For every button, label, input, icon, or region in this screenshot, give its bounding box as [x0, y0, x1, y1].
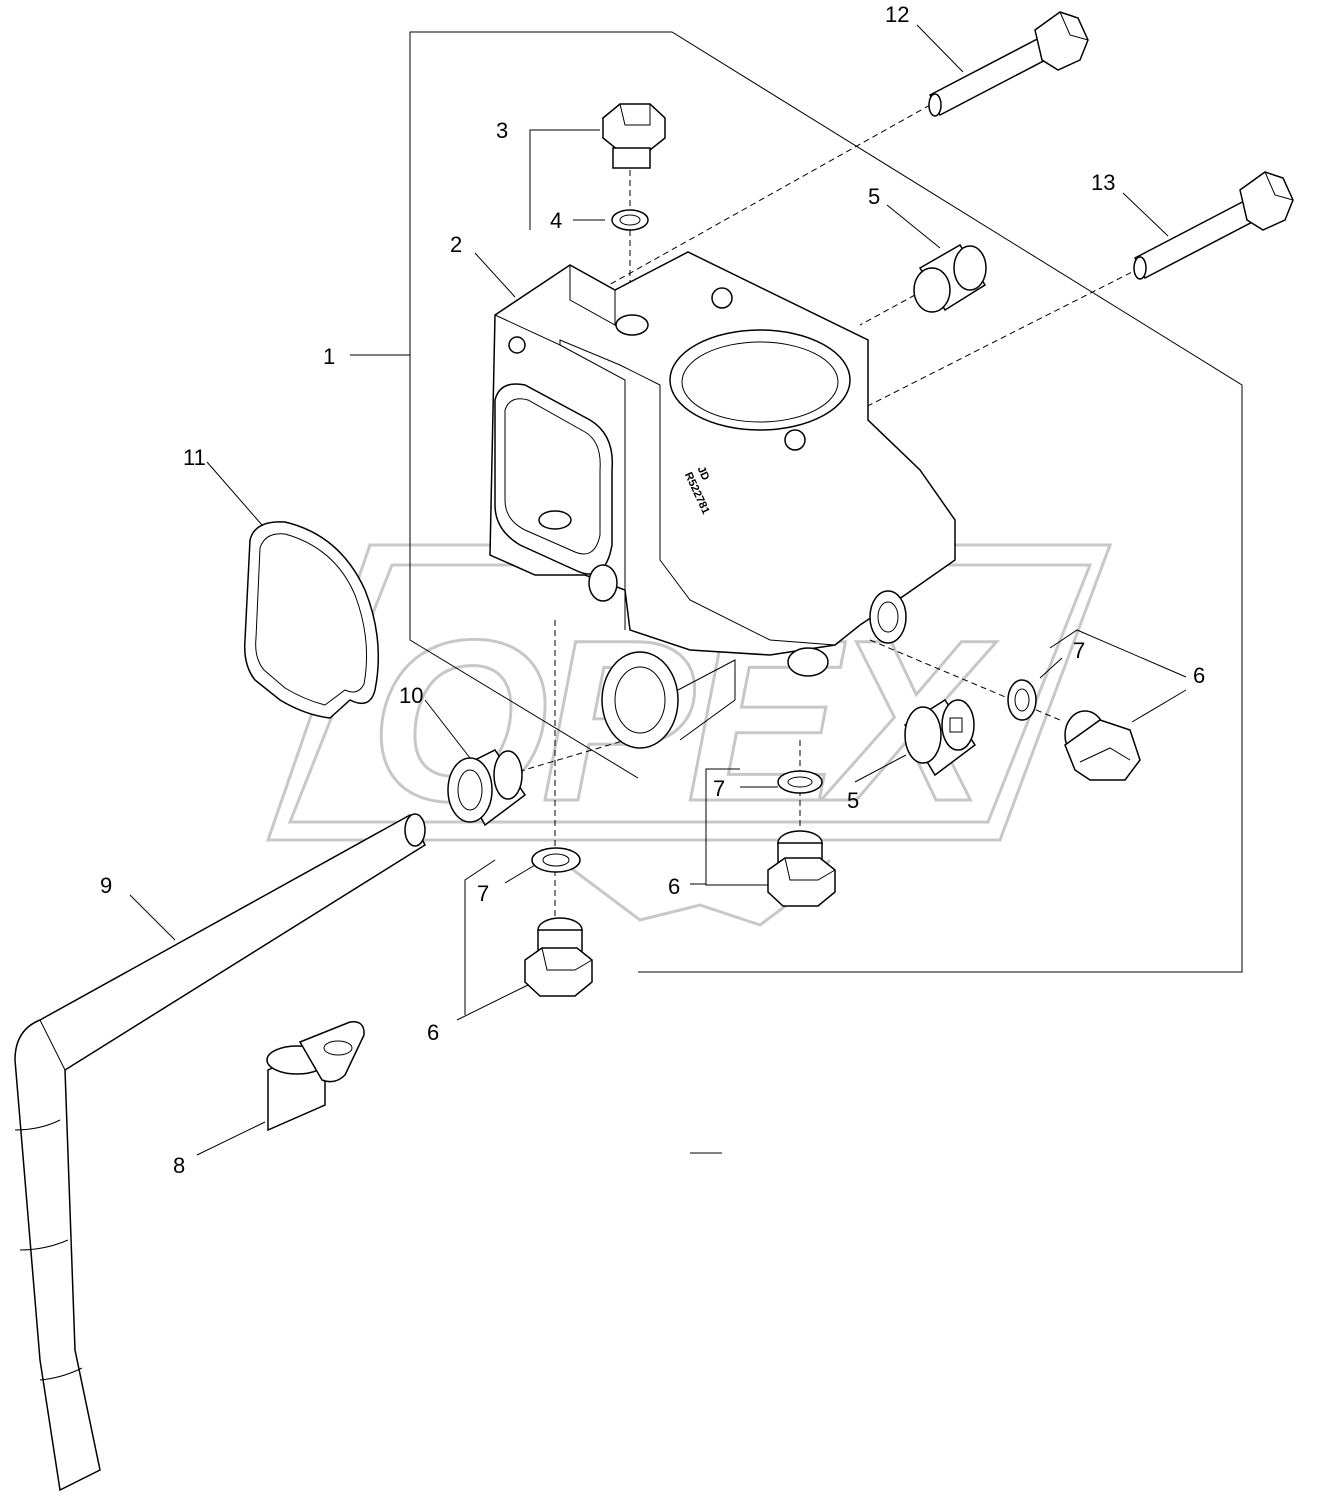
washer-7-middle	[777, 770, 823, 794]
bolt-13	[1133, 171, 1294, 280]
gasket-11	[243, 521, 380, 719]
clip-8	[266, 1021, 365, 1132]
callout-7-bottom: 7	[477, 881, 489, 906]
callout-7-right: 7	[1073, 638, 1085, 663]
plug-6-bottom	[524, 917, 593, 997]
plug-6-middle	[767, 830, 836, 907]
sleeve-10	[447, 749, 527, 827]
bolt-12	[928, 11, 1089, 117]
plug-6-right	[1064, 710, 1141, 781]
leader-lines	[129, 24, 1187, 1156]
callout-6-middle: 6	[668, 874, 680, 899]
washer-4	[611, 209, 649, 231]
washer-7-right	[1007, 679, 1037, 721]
callout-11: 11	[183, 445, 206, 470]
thermostat-housing: JD R522781	[489, 251, 956, 749]
callout-8: 8	[173, 1153, 185, 1178]
callout-13: 13	[1091, 170, 1115, 195]
callout-6-bottom: 6	[427, 1020, 439, 1045]
callout-4: 4	[550, 208, 562, 233]
plug-5-top	[913, 243, 987, 313]
washer-7-bottom	[531, 847, 581, 873]
housing-mark-line1: JD	[695, 465, 712, 483]
callout-5-top: 5	[868, 184, 880, 209]
callout-6-right: 6	[1193, 663, 1205, 688]
callout-9: 9	[100, 873, 112, 898]
callout-3: 3	[496, 118, 508, 143]
callout-labels: 1 2 3 4 5 5 6 6 6 7 7 7 8 9 10 11 12 13	[100, 2, 1205, 1178]
callout-10: 10	[399, 683, 423, 708]
callout-5-bottom: 5	[847, 788, 859, 813]
tube-9	[14, 813, 426, 1492]
callout-1: 1	[323, 344, 335, 369]
plug-5-bottom	[903, 698, 977, 777]
callout-2: 2	[450, 232, 462, 257]
plug-3	[602, 103, 666, 169]
callout-12: 12	[885, 2, 909, 27]
callout-7-middle: 7	[713, 776, 725, 801]
assembly-bracket	[350, 31, 1243, 973]
